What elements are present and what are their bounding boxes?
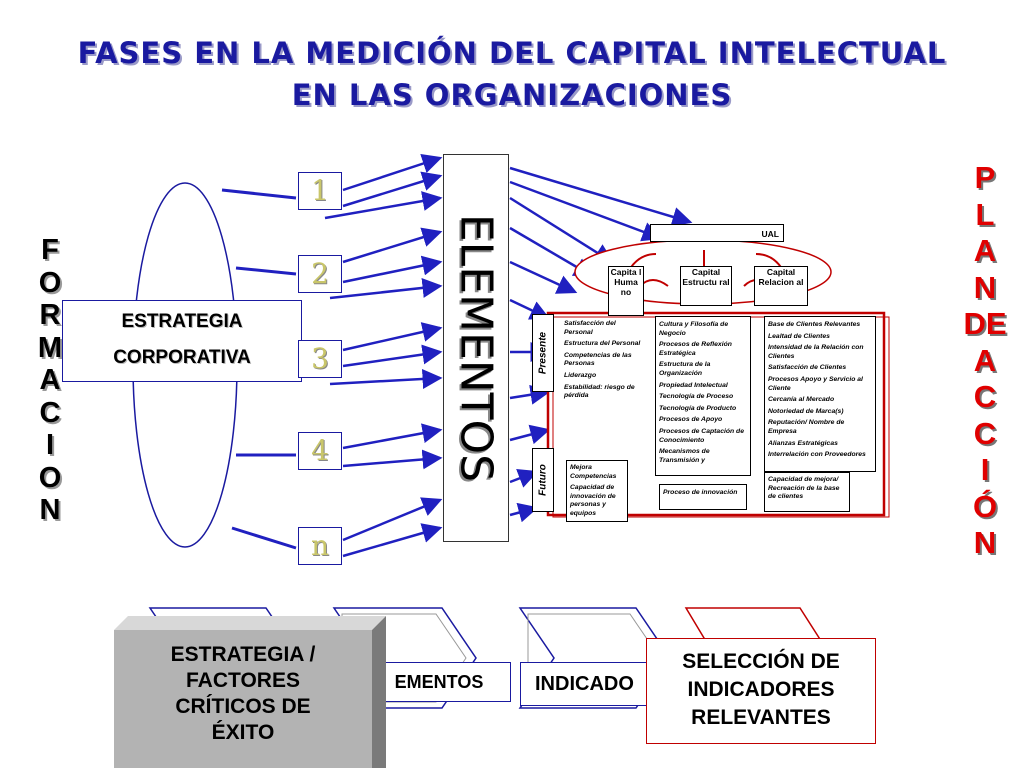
futuro-tab: Futuro — [532, 448, 554, 512]
estrategia-line1: ESTRATEGIA — [121, 311, 243, 332]
relacional-item: Alianzas Estratégicas — [768, 439, 838, 447]
estructural-item: Procesos de Captación de Conocimiento — [659, 427, 744, 444]
elementos-box: ELEMENTOS — [443, 154, 509, 542]
estrategia-factores-box: ESTRATEGIA / FACTORES CRÍTICOS DE ÉXITO — [114, 630, 372, 768]
formacion-letter: C — [39, 396, 61, 429]
plan-de-accion-vertical-label: P L A N DE A C C I Ó N — [950, 160, 1020, 562]
capital-intelectual-header: UAL — [650, 224, 784, 242]
step-number-box: 4 — [298, 432, 342, 470]
estructural-items-list: Cultura y Filosofía de Negocio Procesos … — [655, 316, 751, 476]
formacion-vertical-label: F O R M A C I O N — [28, 234, 72, 527]
formacion-letter: A — [39, 364, 61, 396]
futuro-humano-box: Mejora Competencias Capacidad de innovac… — [566, 460, 628, 522]
capital-estructural-box: Capital Estructu ral — [680, 266, 732, 306]
formacion-letter: O — [38, 461, 62, 494]
relacional-item: Lealtad de Clientes — [768, 332, 830, 340]
seleccion-indicadores-label: SELECCIÓN DE INDICADORES RELEVANTES — [682, 650, 840, 729]
formacion-letter: R — [39, 299, 61, 331]
estrategia-factores-label: ESTRATEGIA / FACTORES CRÍTICOS DE ÉXITO — [170, 643, 316, 744]
futuro-label: Futuro — [537, 464, 549, 496]
estrategia-corporativa-box: ESTRATEGIA CORPORATIVA — [62, 300, 302, 382]
plan-letter: A — [973, 342, 997, 378]
relacional-item: Satisfacción de Clientes — [768, 364, 847, 372]
presente-label: Presente — [537, 331, 549, 375]
relacional-items-list: Base de Clientes Relevantes Lealtad de C… — [764, 316, 876, 472]
step-number-box: 2 — [298, 255, 342, 293]
step-number-box: 1 — [298, 172, 342, 210]
formacion-letter: N — [39, 494, 61, 526]
humano-items-list: Satisfacción del Personal Estructura del… — [564, 320, 646, 404]
elementos-step-label: EMENTOS — [394, 672, 484, 692]
futuro-relacional-box: Capacidad de mejora/ Recreación de la ba… — [764, 472, 850, 512]
estructural-item: Procesos de Apoyo — [659, 416, 723, 424]
humano-item: Estabilidad: riesgo de pérdida — [564, 383, 635, 400]
estructural-item: Tecnología de Proceso — [659, 393, 734, 401]
formacion-letter: I — [45, 429, 55, 461]
humano-item: Competencias de las Personas — [564, 351, 632, 368]
estructural-item: Mecanismos de Transmisión y — [659, 448, 710, 464]
capital-humano-box: Capita l Huma no — [608, 266, 644, 316]
futuro-estructural-box: Proceso de innovación — [659, 484, 747, 510]
plan-letter: C — [973, 415, 997, 451]
indicadores-step-label: INDICADO — [535, 673, 634, 695]
elementos-label: ELEMENTOS — [450, 213, 502, 483]
plan-letter: N — [973, 269, 997, 305]
relacional-item: Interrelación con Proveedores — [768, 451, 866, 459]
step-number-box: n — [298, 527, 342, 565]
step-number-box: 3 — [298, 340, 342, 378]
plan-letter: I — [980, 452, 990, 487]
capital-intellectual-model: UAL Capita l Huma no Capital Estructu ra… — [528, 216, 890, 522]
plan-letter: N — [973, 525, 997, 560]
futuro-humano-item: Capacidad de innovación de personas y eq… — [570, 484, 616, 517]
estrategia-line2: CORPORATIVA — [113, 347, 251, 368]
seleccion-indicadores-box: SELECCIÓN DE INDICADORES RELEVANTES — [646, 638, 876, 744]
estructural-item: Propiedad Intelectual — [659, 381, 728, 389]
formacion-letter: F — [41, 234, 59, 266]
presente-tab: Presente — [532, 314, 554, 392]
plan-letter: DE — [963, 306, 1007, 341]
indicadores-step-box: INDICADO — [520, 662, 660, 706]
relacional-item: Intensidad de la Relación con Clientes — [768, 344, 864, 360]
relacional-item: Notoriedad de Marca(s) — [768, 407, 844, 415]
humano-item: Estructura del Personal — [564, 340, 641, 348]
humano-item: Liderazgo — [564, 371, 597, 379]
plan-letter: P — [974, 160, 996, 195]
relacional-item: Procesos Apoyo y Servicio al Cliente — [768, 375, 863, 392]
page-title-line1: FASES EN LA MEDICIÓN DEL CAPITAL INTELEC… — [77, 36, 947, 70]
elementos-step-box: EMENTOS — [367, 662, 511, 702]
futuro-relacional-item: Capacidad de mejora/ Recreación de la ba… — [768, 476, 840, 501]
estructural-item: Procesos de Reflexión Estratégica — [659, 341, 732, 357]
relacional-item: Base de Clientes Relevantes — [768, 321, 861, 328]
capital-relacional-box: Capital Relacion al — [754, 266, 808, 306]
estructural-item: Estructura de la Organización — [659, 361, 711, 377]
estrategia-3d-edges — [114, 616, 386, 768]
formacion-letter: O — [38, 266, 62, 299]
plan-letter: A — [973, 233, 997, 268]
futuro-humano-item: Mejora Competencias — [570, 464, 617, 480]
estructural-item: Tecnología de Producto — [659, 404, 737, 412]
page-title-line2: EN LAS ORGANIZACIONES — [291, 78, 733, 112]
futuro-estructural-item: Proceso de innovación — [663, 489, 738, 496]
relacional-item: Cercanía al Mercado — [768, 396, 835, 404]
humano-item: Satisfacción del Personal — [564, 320, 616, 336]
formacion-letter: M — [37, 331, 63, 364]
relacional-item: Reputación/ Nombre de Empresa — [768, 419, 845, 435]
plan-letter: Ó — [972, 488, 998, 524]
plan-letter: C — [973, 379, 997, 414]
plan-letter: L — [975, 196, 995, 232]
estructural-item: Cultura y Filosofía de Negocio — [659, 321, 729, 337]
